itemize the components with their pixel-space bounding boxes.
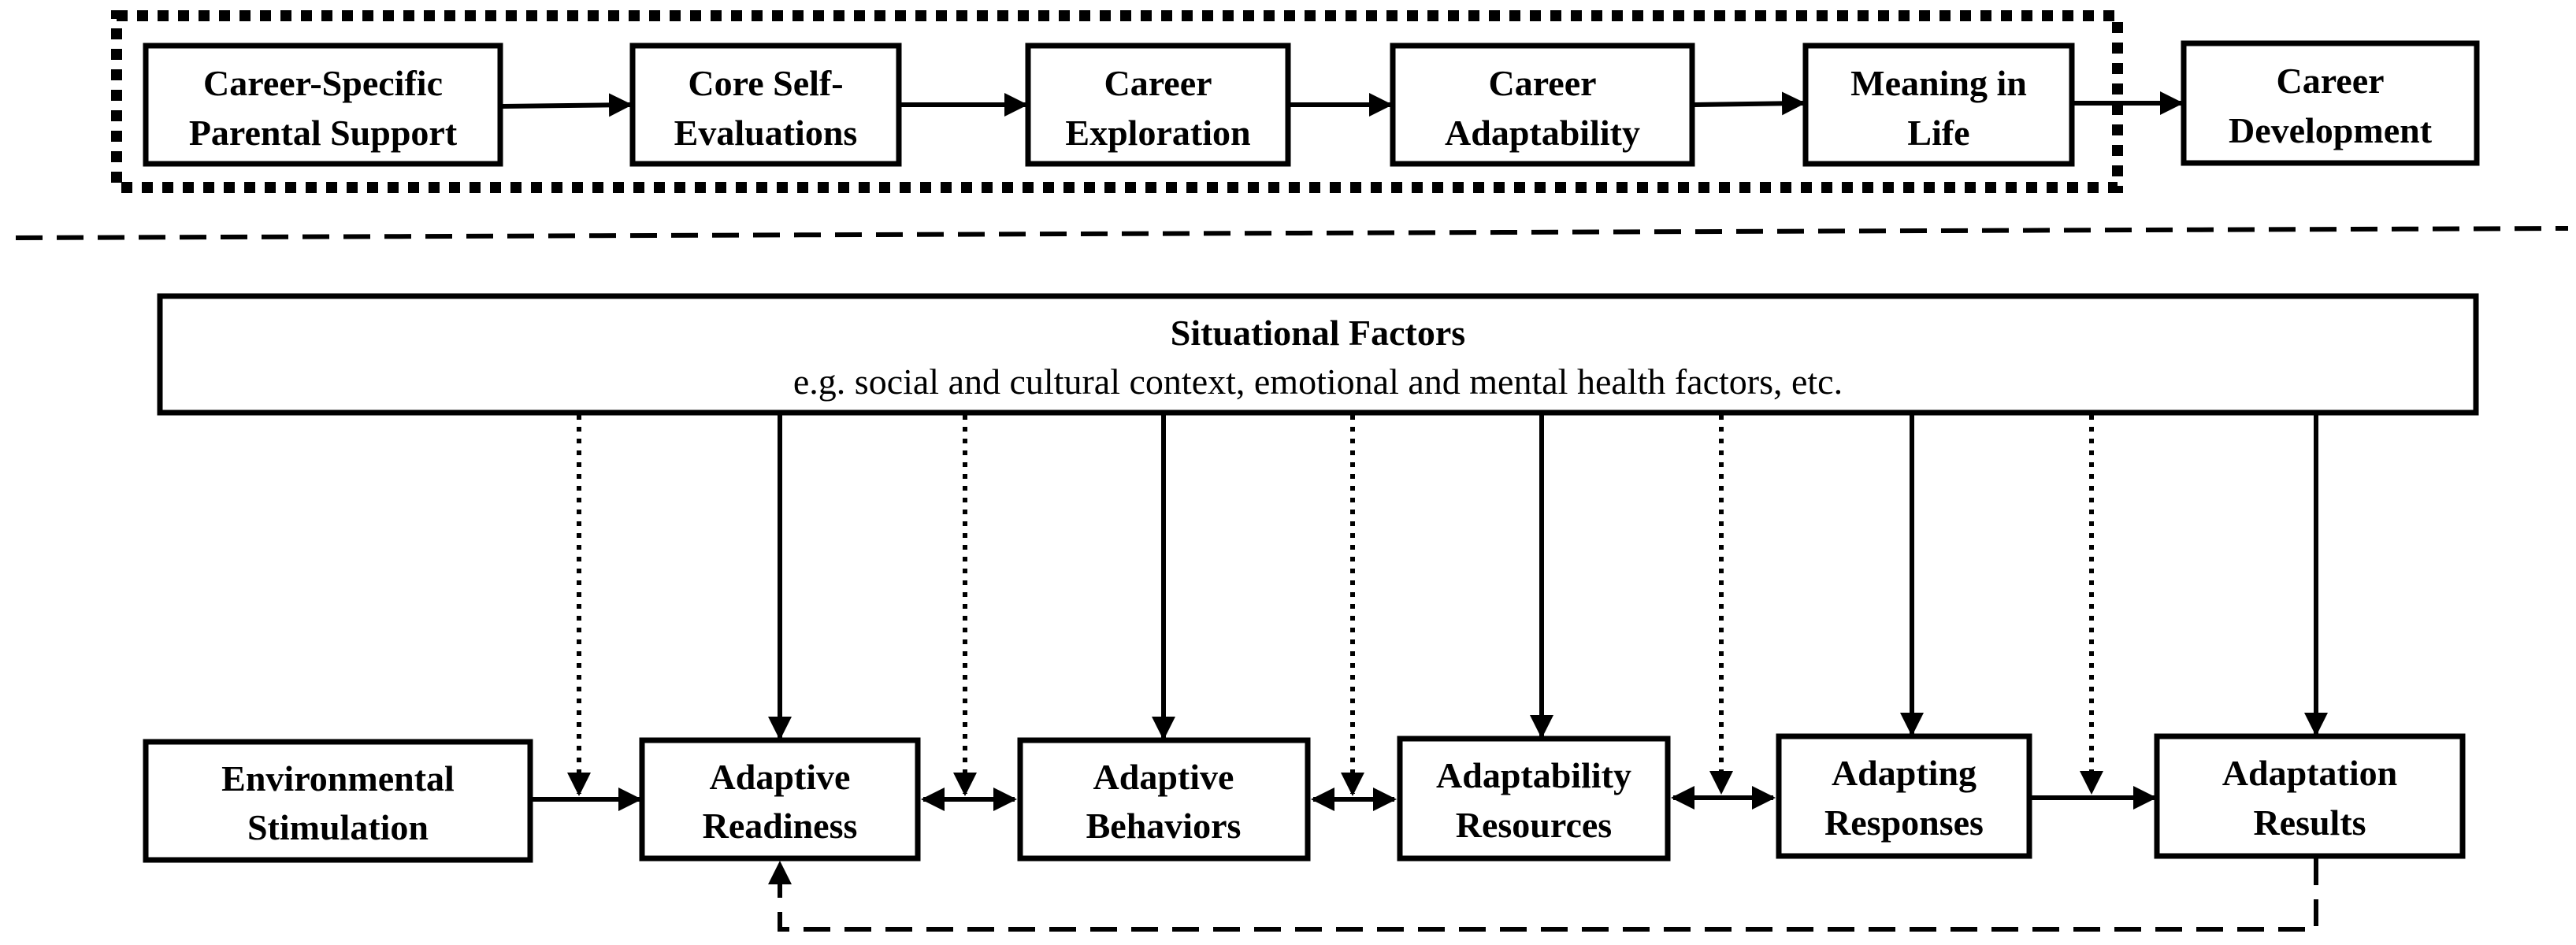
feedback-loop-arrow xyxy=(768,858,2318,932)
node-adaptability-resources: Adaptability Resources xyxy=(1397,736,1671,862)
node-line-1: Adaptation xyxy=(2222,753,2397,793)
node-line-2: Adaptability xyxy=(1445,113,1640,153)
node-line-1: Career-Specific xyxy=(203,63,443,103)
node-line-2: Exploration xyxy=(1065,113,1250,153)
node-line-2: Responses xyxy=(1824,802,1984,843)
node-line-2: Development xyxy=(2229,110,2433,150)
node-line-1: Adapting xyxy=(1832,753,1977,793)
node-line-1: Adaptive xyxy=(1093,757,1234,797)
node-line-1: Career xyxy=(1104,63,1212,103)
node-adaptation-results: Adaptation Results xyxy=(2154,733,2466,859)
arrow-parental-to-cse xyxy=(502,93,633,117)
node-line-1: Career xyxy=(1488,63,1596,103)
node-adaptive-readiness: Adaptive Readiness xyxy=(639,737,921,862)
node-line-2: Life xyxy=(1907,113,1969,153)
situational-factors-subtitle: e.g. social and cultural context, emotio… xyxy=(793,361,1843,402)
node-line-1: Adaptability xyxy=(1436,755,1631,795)
node-line-1: Environmental xyxy=(221,758,455,799)
node-environmental-stimulation: Environmental Stimulation xyxy=(143,739,533,863)
situational-factors-box: Situational Factors e.g. social and cult… xyxy=(157,293,2479,416)
node-core-self-evaluations: Core Self- Evaluations xyxy=(629,43,902,167)
node-line-1: Adaptive xyxy=(710,757,851,797)
node-line-2: Evaluations xyxy=(674,113,858,153)
section-divider xyxy=(15,226,2569,240)
node-career-specific-parental-support: Career-Specific Parental Support xyxy=(143,43,503,167)
situational-factors-title: Situational Factors xyxy=(1171,313,1465,353)
node-adaptive-behaviors: Adaptive Behaviors xyxy=(1017,737,1311,862)
node-line-1: Core Self- xyxy=(688,63,843,103)
node-line-2: Stimulation xyxy=(247,807,429,847)
node-line-2: Readiness xyxy=(703,806,858,846)
arrow-adaptability-to-meaning xyxy=(1694,91,1806,116)
node-line-1: Career xyxy=(2276,61,2384,101)
node-line-2: Parental Support xyxy=(189,113,458,153)
node-line-1: Meaning in xyxy=(1850,63,2027,103)
node-adapting-responses: Adapting Responses xyxy=(1776,733,2032,859)
node-line-2: Behaviors xyxy=(1086,806,1242,846)
node-career-adaptability: Career Adaptability xyxy=(1390,43,1695,167)
node-meaning-in-life: Meaning in Life xyxy=(1802,43,2075,167)
node-line-2: Resources xyxy=(1456,805,1612,845)
node-career-development: Career Development xyxy=(2181,40,2480,166)
node-career-exploration: Career Exploration xyxy=(1025,43,1291,167)
node-line-2: Results xyxy=(2253,802,2366,843)
